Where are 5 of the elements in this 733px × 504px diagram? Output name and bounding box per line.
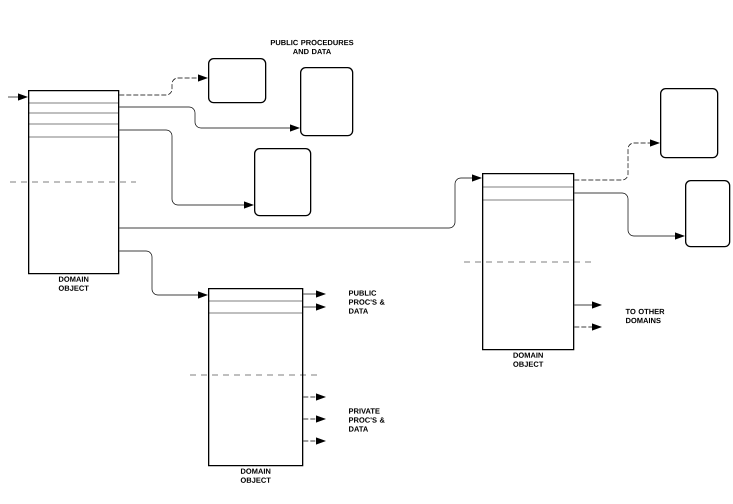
rounded-box <box>208 58 266 104</box>
rounded-box <box>254 148 312 216</box>
rounded-box <box>300 67 354 136</box>
rounded-box <box>685 180 730 248</box>
rounded-box <box>660 88 718 158</box>
